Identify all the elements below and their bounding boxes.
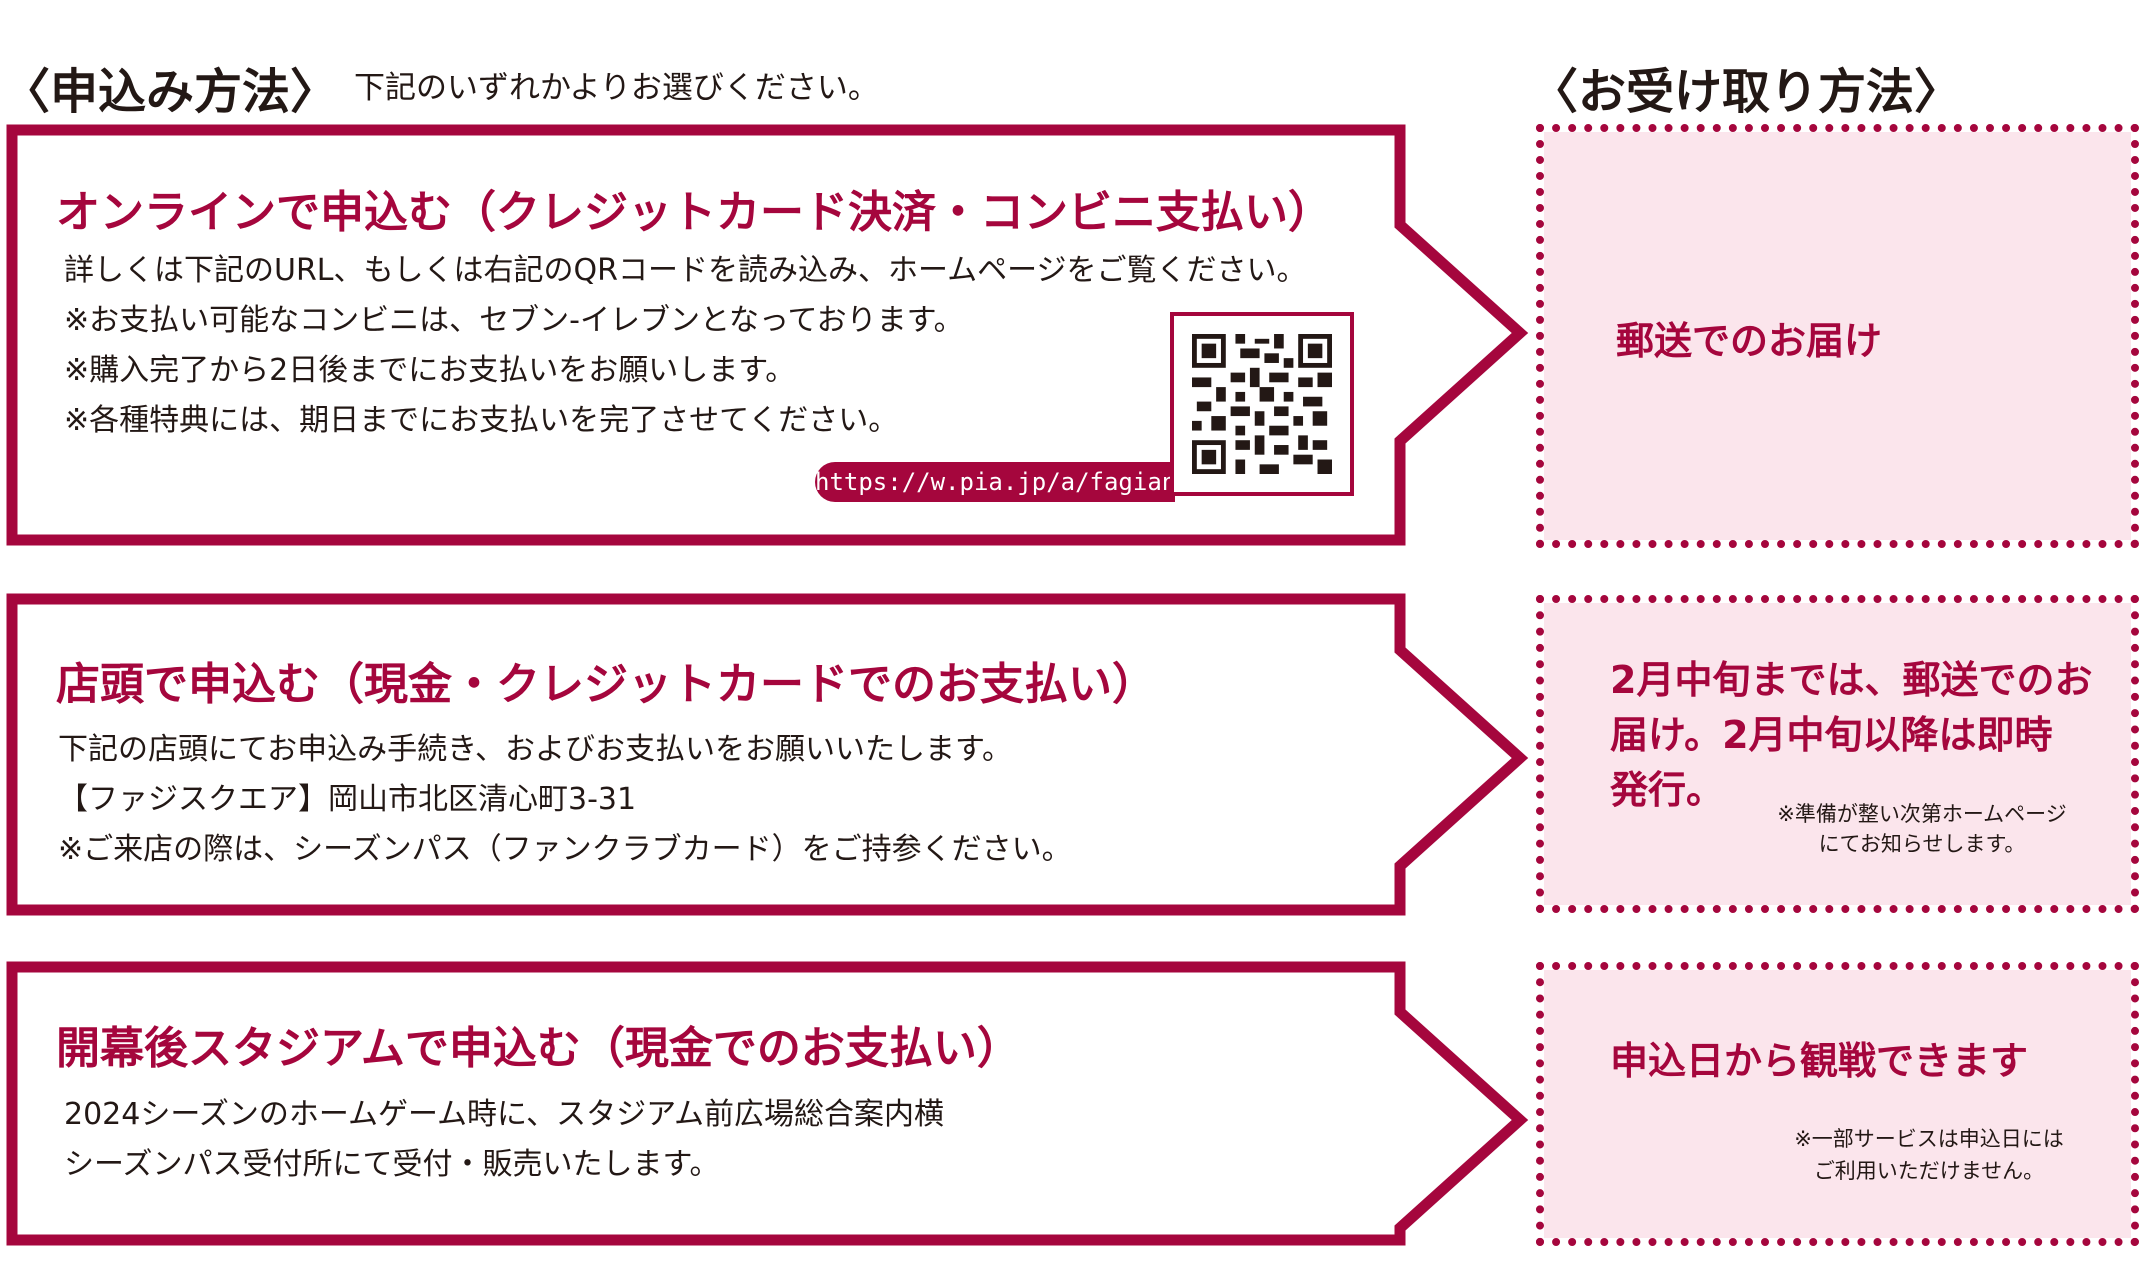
receive-store-box: 2月中旬までは、郵送でのお 届け。2月中旬以降は即時 発行。 ※準備が整い次第ホ… [1536, 595, 2139, 913]
store-arrow-frame [6, 593, 1529, 916]
qr-code-frame[interactable] [1170, 312, 1354, 496]
online-title: オンラインで申込む（クレジットカード決済・コンビニ支払い） [56, 187, 1332, 238]
receive-store-note-2: にてお知らせします。 [1818, 832, 2026, 856]
receive-stadium-note-2: ご利用いただけません。 [1813, 1159, 2045, 1183]
online-arrow-frame [6, 124, 1529, 546]
store-line-2: 【ファジスクエア】岡山市北区清心町3-31 [58, 782, 637, 817]
stadium-line-1: 2024シーズンのホームゲーム時に、スタジアム前広場総合案内横 [64, 1097, 945, 1132]
store-line-3: ※ご来店の際は、シーズンパス（ファンクラブカード）をご持参ください。 [58, 832, 1072, 867]
receive-method-heading: 〈お受け取り方法〉 [1530, 64, 1963, 120]
receive-stadium-text: 申込日から観戦できます [1610, 1039, 2029, 1083]
apply-method-heading: 〈申込み方法〉 [2, 64, 339, 120]
online-line-1: 詳しくは下記のURL、もしくは右記のQRコードを読み込み、ホームページをご覧くだ… [64, 253, 1307, 288]
receive-store-line-3: 発行。 [1610, 768, 1725, 812]
stadium-line-2: シーズンパス受付所にて受付・販売いたします。 [64, 1147, 720, 1182]
apply-method-subtitle: 下記のいずれかよりお選びください。 [354, 70, 879, 106]
receive-mail-text: 郵送でのお届け [1616, 319, 1883, 363]
receive-stadium-box: 申込日から観戦できます ※一部サービスは申込日には ご利用いただけません。 [1536, 962, 2139, 1246]
online-url-link[interactable]: https://w.pia.jp/a/fagiano-24/ [815, 462, 1248, 502]
store-line-1: 下記の店頭にてお申込み手続き、およびお支払いをお願いいたします。 [58, 732, 1012, 767]
stadium-title: 開幕後スタジアムで申込む（現金でのお支払い） [56, 1023, 1021, 1074]
store-title: 店頭で申込む（現金・クレジットカードでのお支払い） [56, 659, 1156, 710]
receive-stadium-note-1: ※一部サービスは申込日には [1794, 1127, 2064, 1151]
online-line-3: ※購入完了から2日後までにお支払いをお願いします。 [64, 353, 796, 388]
qr-code-icon [1192, 334, 1332, 474]
stadium-arrow-frame [6, 961, 1529, 1246]
online-line-4: ※各種特典には、期日までにお支払いを完了させてください。 [64, 403, 899, 438]
receive-store-note-1: ※準備が整い次第ホームページ [1777, 802, 2067, 826]
receive-store-line-1: 2月中旬までは、郵送でのお [1610, 658, 2093, 702]
online-line-2: ※お支払い可能なコンビニは、セブン-イレブンとなっております。 [64, 303, 964, 338]
receive-mail-box: 郵送でのお届け [1536, 124, 2139, 548]
receive-store-line-2: 届け。2月中旬以降は即時 [1610, 713, 2053, 757]
